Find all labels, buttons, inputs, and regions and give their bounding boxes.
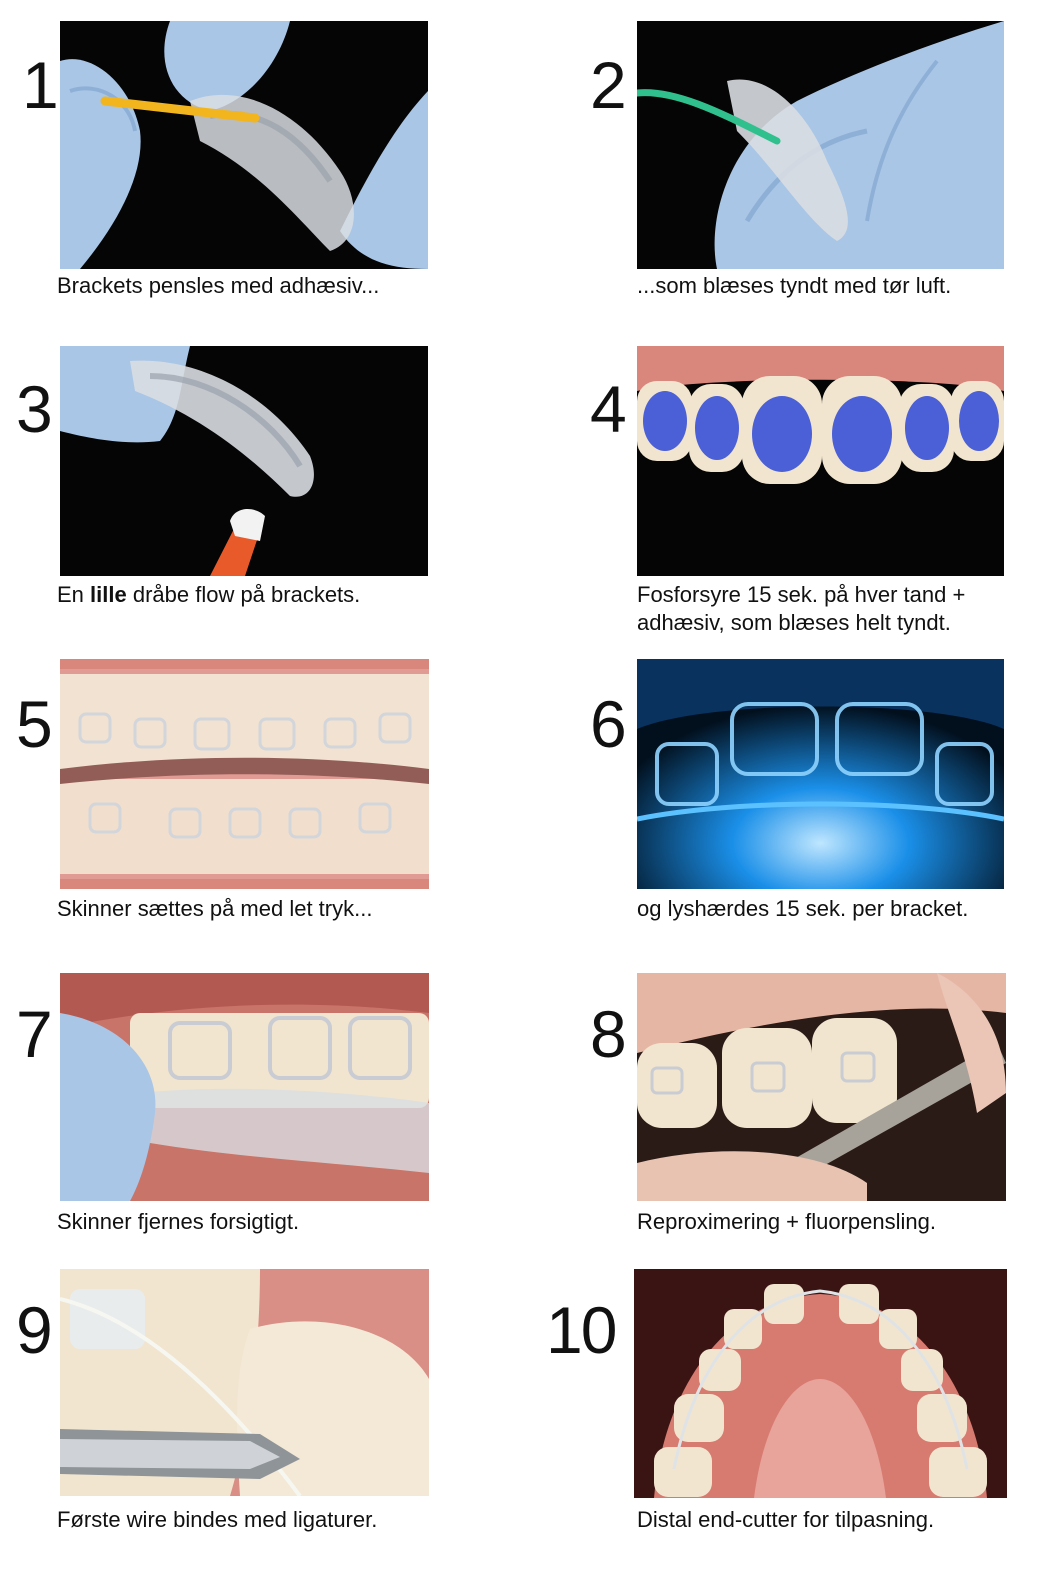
step-caption: Brackets pensles med adhæsiv... — [57, 273, 380, 298]
photo-flow-drop — [60, 346, 428, 576]
step-number: 3 — [16, 372, 53, 446]
step-caption-line-2: adhæsiv, som blæses helt tyndt. — [637, 610, 951, 635]
photo-wire-ligature — [60, 1269, 429, 1496]
step-number: 10 — [546, 1293, 617, 1367]
photo-end-cutter — [634, 1269, 1007, 1498]
photo-air-dry — [637, 21, 1004, 269]
photo-tray-removal — [60, 973, 429, 1201]
step-caption: ...som blæses tyndt med tør luft. — [637, 273, 952, 298]
step-caption: Skinner fjernes forsigtigt. — [57, 1209, 300, 1234]
step-number: 8 — [590, 997, 627, 1071]
step-caption-line-1: Fosforsyre 15 sek. på hver tand + — [637, 582, 966, 607]
step-caption: Skinner sættes på med let tryk... — [57, 896, 373, 921]
step-number: 1 — [22, 48, 59, 122]
step-caption: og lyshærdes 15 sek. per bracket. — [637, 896, 969, 921]
caption-text: dråbe flow på brackets. — [126, 582, 361, 607]
step-number: 9 — [16, 1293, 53, 1367]
photo-reproximation — [637, 973, 1006, 1201]
step-number: 6 — [590, 687, 627, 761]
caption-text: En — [57, 582, 91, 607]
step-number: 5 — [16, 687, 53, 761]
photo-light-curing — [637, 659, 1004, 889]
photo-trays-placed — [60, 659, 429, 889]
step-number: 7 — [16, 997, 53, 1071]
step-caption: En lille dråbe flow på brackets. — [57, 580, 360, 609]
caption-emphasis: lille — [90, 582, 127, 607]
step-caption: Første wire bindes med ligaturer. — [57, 1507, 378, 1532]
photo-etching — [637, 346, 1004, 576]
photo-brush-adhesive — [60, 21, 428, 269]
step-caption: Reproximering + fluorpensling. — [637, 1209, 936, 1234]
step-caption: Distal end-cutter for tilpasning. — [637, 1507, 935, 1532]
step-number: 4 — [590, 372, 627, 446]
step-number: 2 — [590, 48, 627, 122]
